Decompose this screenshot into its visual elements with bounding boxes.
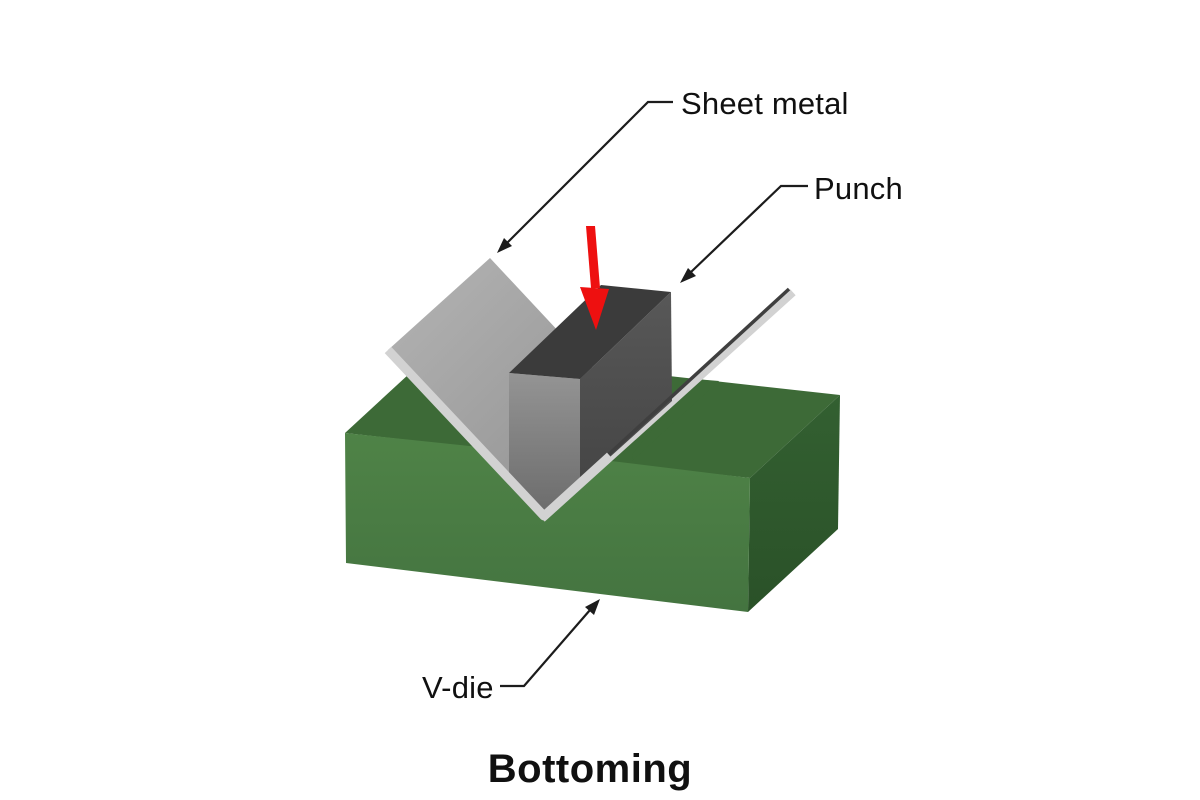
die-groove-right-lip — [632, 379, 719, 461]
punch-right-face — [580, 292, 672, 484]
punch-top-face — [509, 285, 671, 379]
sheet-bend-edge — [384, 346, 614, 521]
leader-line-v-die — [500, 609, 591, 688]
punch-front-face — [509, 373, 580, 513]
punch-body — [509, 285, 672, 513]
label-sheet-metal: Sheet metal — [681, 86, 849, 121]
leader-lines — [497, 100, 808, 688]
label-punch: Punch — [814, 171, 903, 206]
label-v-die: V-die — [422, 670, 494, 705]
leader-line-sheet-metal — [505, 100, 673, 245]
leader-arrowhead-v-die — [585, 599, 600, 615]
sheet-flange-inner-shadow — [581, 287, 791, 480]
figure-title: Bottoming — [487, 747, 693, 791]
die-right-face — [748, 395, 840, 612]
leader-arrowhead-punch — [680, 268, 696, 283]
force-arrow — [580, 226, 609, 330]
leader-line-punch — [690, 184, 808, 273]
force-arrow-head — [580, 287, 609, 330]
die-front-face — [345, 433, 750, 612]
leader-arrowhead-sheet-metal — [497, 238, 512, 253]
force-arrow-shaft — [586, 226, 600, 288]
